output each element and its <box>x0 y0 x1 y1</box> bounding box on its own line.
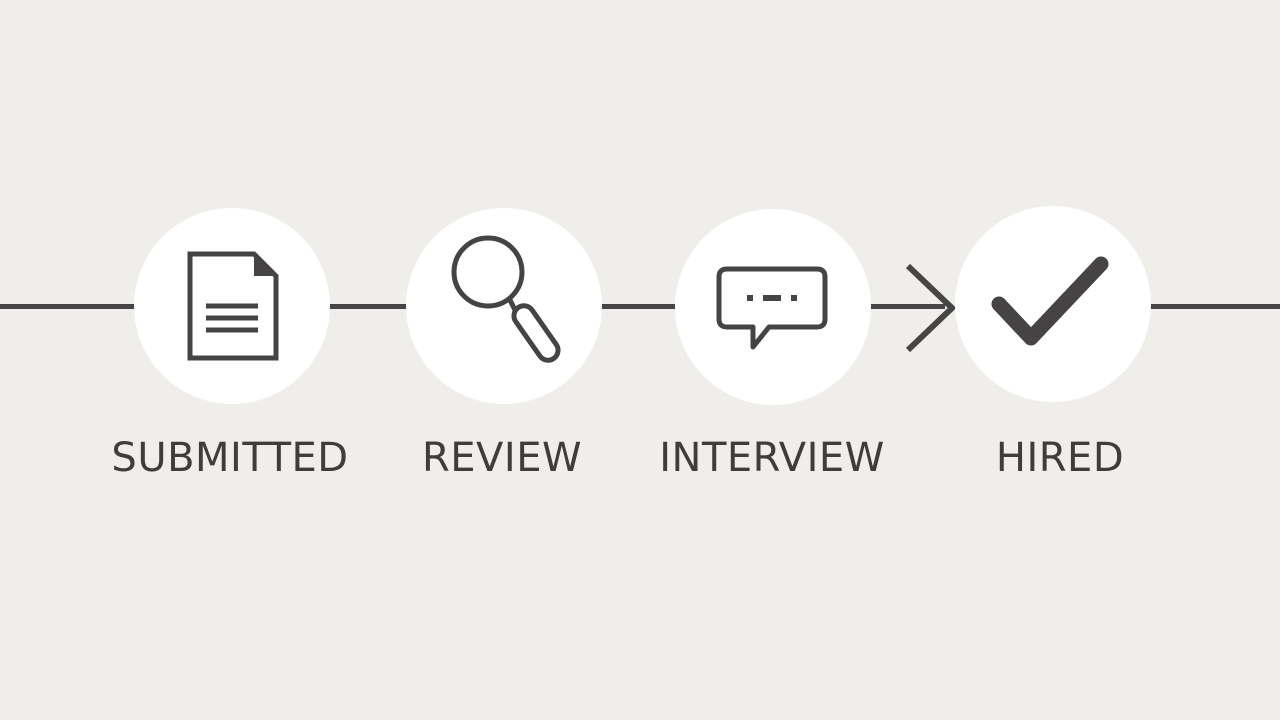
document-icon <box>182 248 282 364</box>
timeline-line-segment <box>325 304 417 309</box>
step-label-review: REVIEW <box>421 435 583 481</box>
magnifying-glass-icon <box>444 235 564 376</box>
timeline-line-segment <box>867 304 945 309</box>
step-interview <box>675 209 871 405</box>
step-submitted <box>134 208 330 404</box>
arrow-head-icon <box>905 263 957 353</box>
speech-bubble-icon <box>713 259 833 355</box>
step-label-hired: HIRED <box>995 435 1125 481</box>
step-label-interview: INTERVIEW <box>659 435 885 481</box>
timeline-line-segment <box>597 304 687 309</box>
checkmark-icon <box>991 254 1113 354</box>
step-hired <box>955 206 1151 402</box>
timeline-line-segment <box>1145 304 1280 309</box>
step-review <box>406 208 602 404</box>
step-label-submitted: SUBMITTED <box>111 435 349 481</box>
timeline-line-segment <box>0 304 140 309</box>
